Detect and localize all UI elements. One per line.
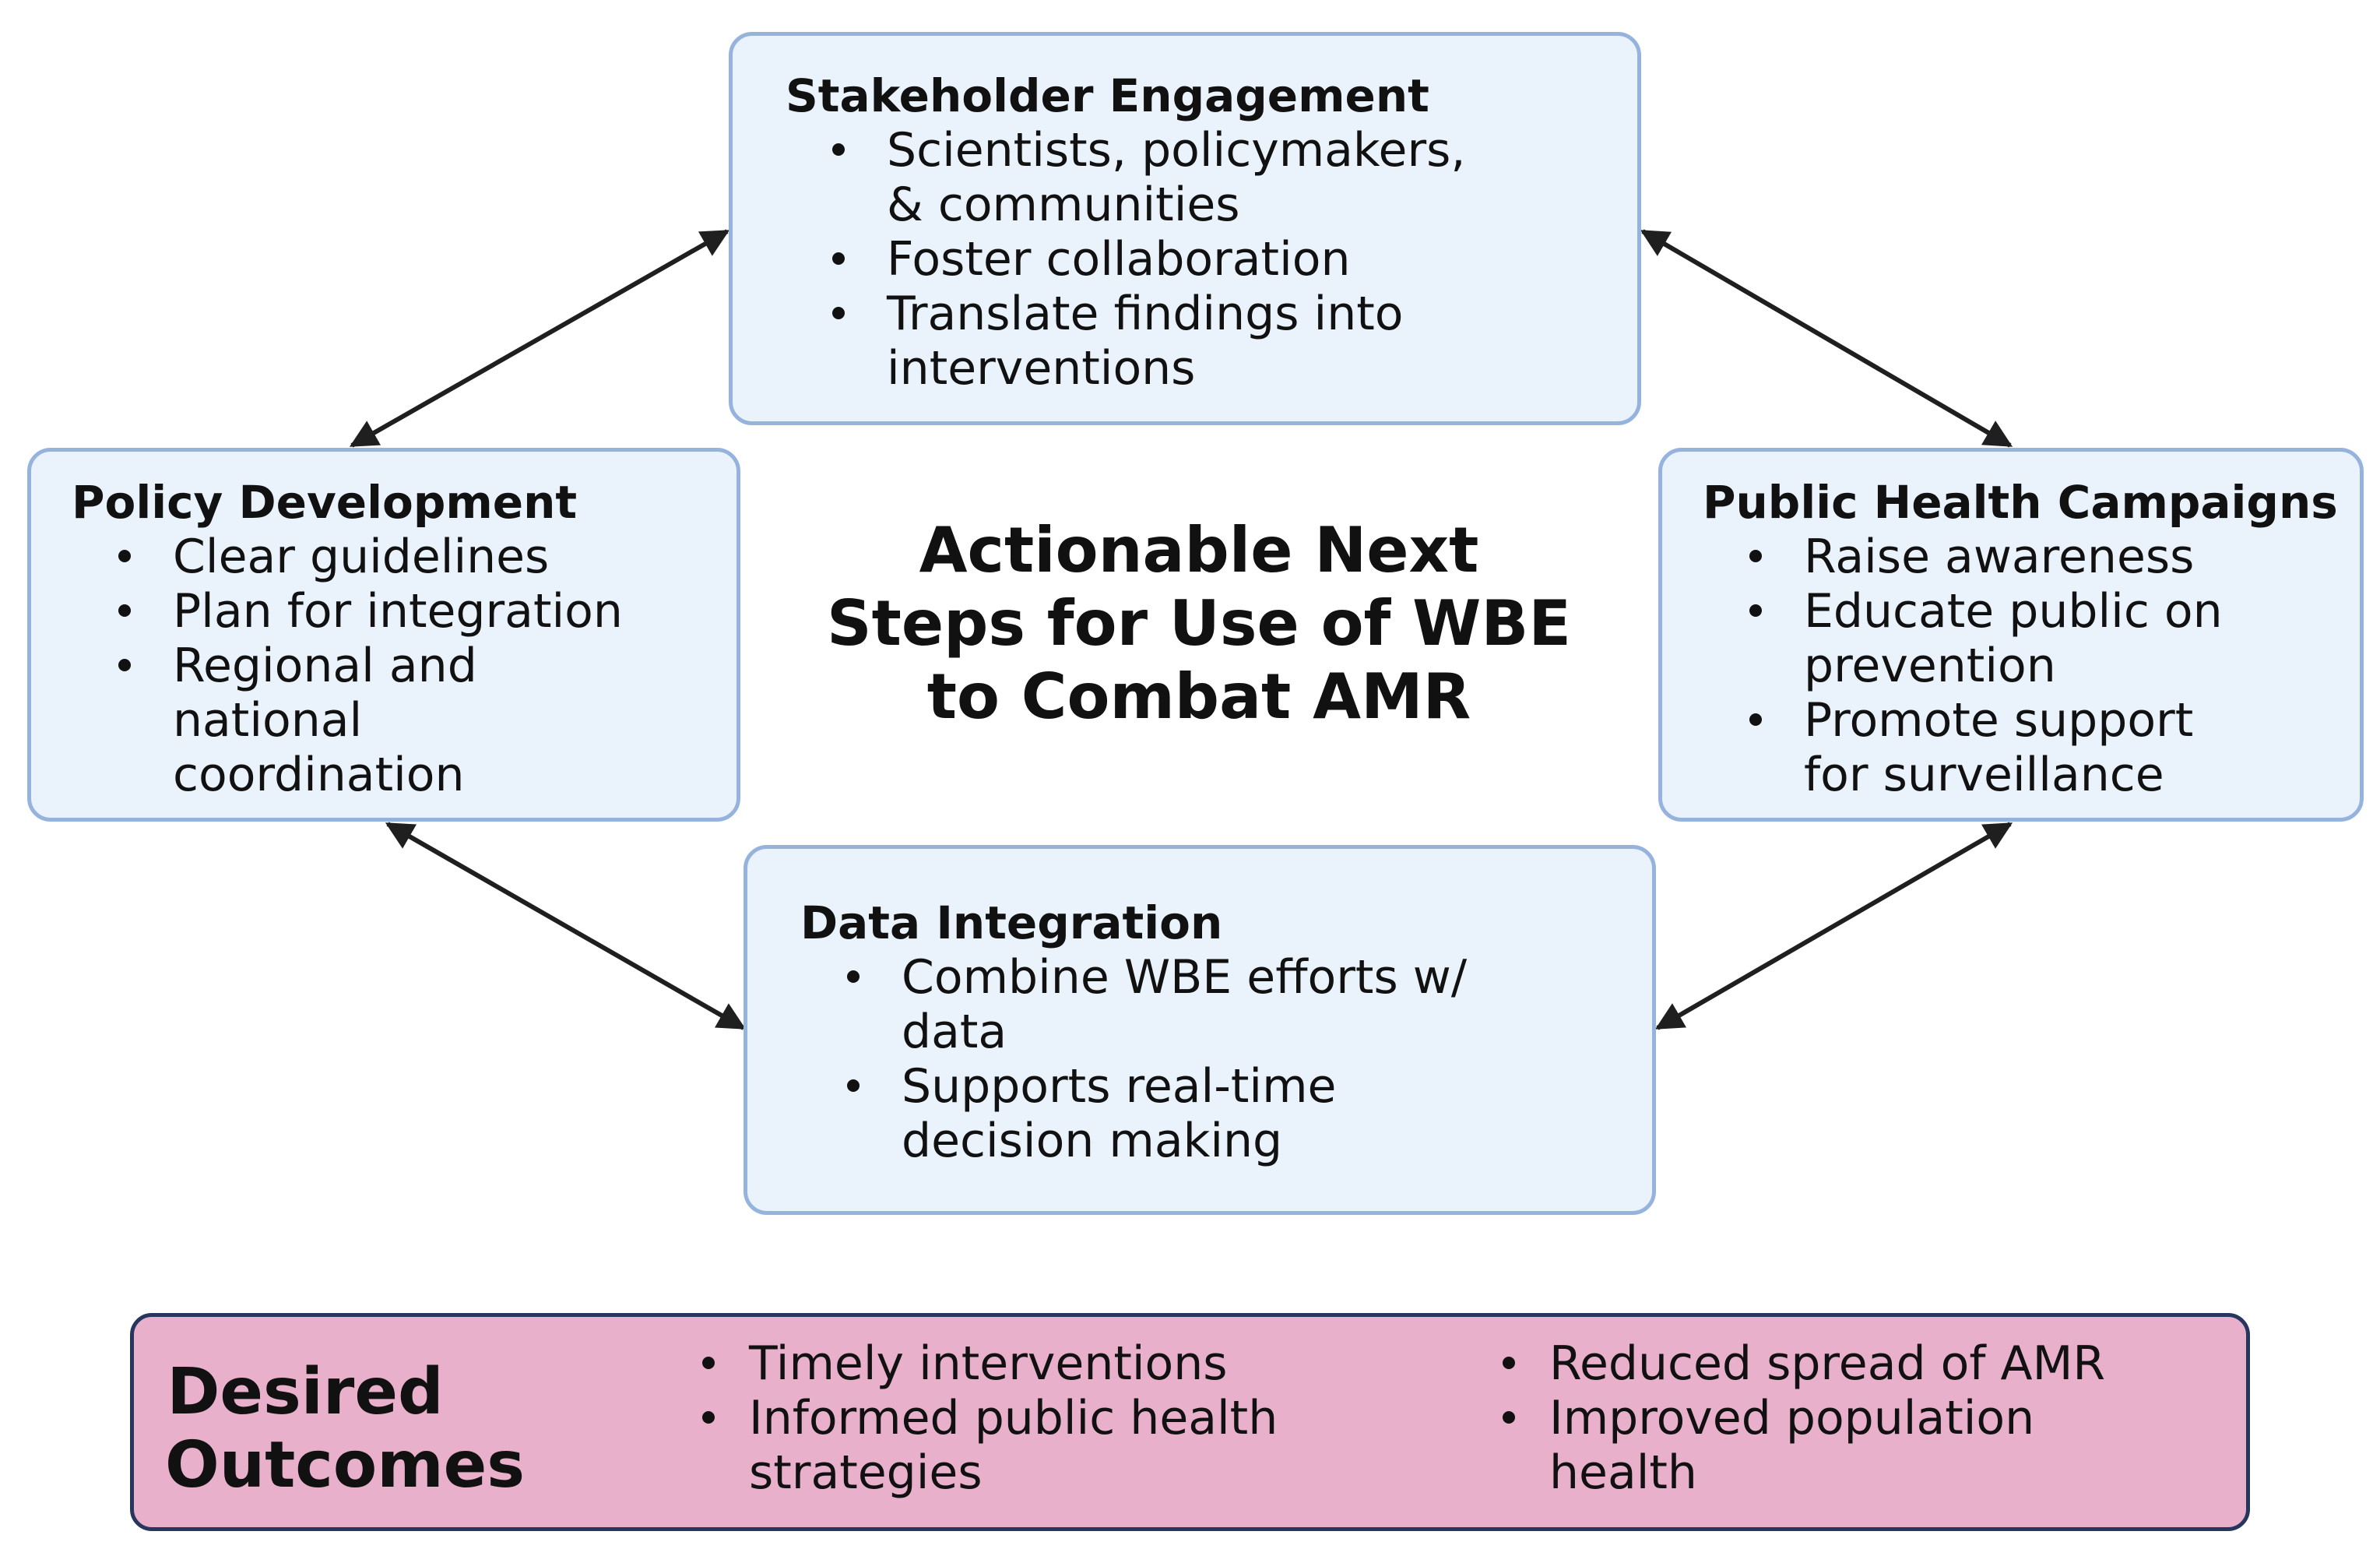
list-item: Educate public on prevention bbox=[1703, 584, 2338, 693]
center-title: Actionable Next Steps for Use of WBE to … bbox=[826, 514, 1572, 733]
policy-development-box: Policy Development Clear guidelines Plan… bbox=[27, 448, 740, 822]
list-item: Clear guidelines bbox=[72, 530, 623, 584]
list-item: Timely interventions bbox=[694, 1336, 1278, 1391]
data-integration-list: Combine WBE efforts w/ data Supports rea… bbox=[800, 950, 1467, 1168]
arrow-stakeholder-public-health bbox=[1640, 229, 2013, 448]
desired-outcomes-box: Desired Outcomes Timely interventions In… bbox=[130, 1313, 2250, 1531]
arrow-policy-data-integration bbox=[385, 822, 747, 1030]
desired-outcomes-title: Desired Outcomes bbox=[165, 1355, 526, 1502]
data-integration-box: Data Integration Combine WBE efforts w/ … bbox=[744, 845, 1656, 1215]
stakeholder-engagement-box: Stakeholder Engagement Scientists, polic… bbox=[729, 32, 1641, 425]
list-item: Reduced spread of AMR bbox=[1495, 1336, 2105, 1391]
arrow-public-health-data-integration bbox=[1654, 822, 2013, 1030]
list-item: Plan for integration bbox=[72, 584, 623, 639]
list-item: Raise awareness bbox=[1703, 530, 2338, 584]
list-item: Promote support for surveillance bbox=[1703, 693, 2338, 802]
list-item: Improved population health bbox=[1495, 1391, 2105, 1500]
stakeholder-engagement-list: Scientists, policymakers, & communities … bbox=[786, 123, 1465, 396]
list-item: Combine WBE efforts w/ data bbox=[800, 950, 1467, 1059]
list-item: Scientists, policymakers, & communities bbox=[786, 123, 1465, 232]
list-item: Foster collaboration bbox=[786, 232, 1465, 287]
policy-development-title: Policy Development bbox=[72, 476, 578, 529]
list-item: Regional and national coordination bbox=[72, 639, 623, 802]
desired-outcomes-left-column: Timely interventions Informed public hea… bbox=[694, 1336, 1278, 1500]
public-health-campaigns-title: Public Health Campaigns bbox=[1703, 476, 2338, 529]
public-health-campaigns-box: Public Health Campaigns Raise awareness … bbox=[1658, 448, 2364, 822]
list-item: Supports real-time decision making bbox=[800, 1059, 1467, 1168]
list-item: Informed public health strategies bbox=[694, 1391, 1278, 1500]
stakeholder-engagement-title: Stakeholder Engagement bbox=[786, 69, 1429, 122]
list-item: Translate findings into interventions bbox=[786, 287, 1465, 396]
public-health-campaigns-list: Raise awareness Educate public on preven… bbox=[1703, 530, 2338, 802]
desired-outcomes-right-column: Reduced spread of AMR Improved populatio… bbox=[1495, 1336, 2105, 1500]
data-integration-title: Data Integration bbox=[800, 896, 1223, 949]
policy-development-list: Clear guidelines Plan for integration Re… bbox=[72, 530, 623, 802]
arrow-policy-stakeholder bbox=[349, 229, 730, 448]
